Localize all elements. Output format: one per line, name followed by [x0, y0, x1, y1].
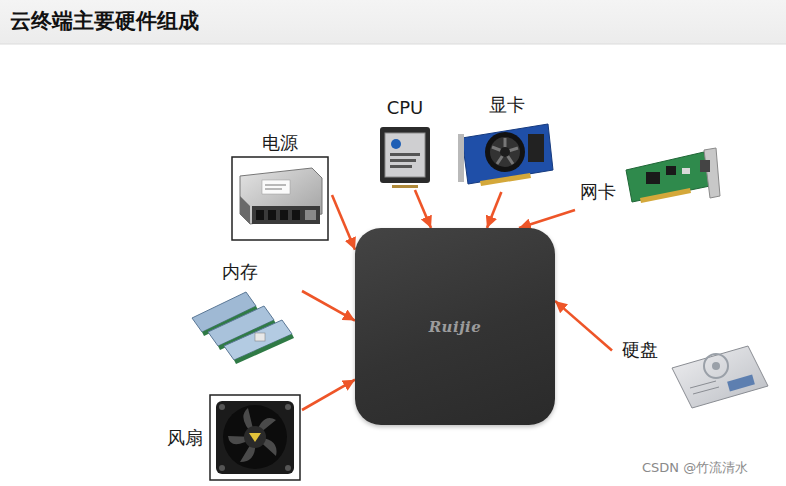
pointer-arrow [302, 380, 355, 410]
memory-callout: 内存 [188, 258, 302, 368]
hard-disk-callout: 硬盘 [612, 335, 772, 412]
cloud-terminal-box: Ruijie [355, 228, 555, 425]
network-card-picture [626, 148, 720, 203]
pointer-arrow [415, 190, 431, 228]
power-supply-picture [262, 180, 290, 194]
fan-picture [210, 395, 300, 480]
graphics-card-picture [458, 124, 553, 186]
power-supply-picture [252, 206, 320, 224]
network-card-picture [682, 168, 690, 174]
graphics-card-picture [500, 147, 510, 157]
cpu-picture [390, 153, 420, 156]
graphics-card-picture [528, 134, 544, 162]
power-supply-picture [305, 210, 316, 220]
network-card-picture [700, 160, 710, 172]
network-card-picture [666, 166, 676, 175]
title-bar [0, 0, 786, 44]
part-name: 硬盘 [622, 339, 658, 361]
cpu-picture [380, 127, 430, 188]
fan-picture [210, 395, 300, 480]
fan-picture [219, 404, 225, 410]
fan-picture [228, 408, 277, 462]
graphics-card-picture [490, 137, 520, 167]
pointer-arrow [487, 192, 501, 228]
memory-picture [192, 292, 294, 364]
part-name: 显卡 [489, 94, 525, 116]
fan-picture [219, 465, 225, 471]
part-name: 内存 [222, 261, 258, 283]
network-card-picture [626, 152, 710, 202]
fan-picture [223, 405, 287, 469]
graphics-card-picture [462, 124, 553, 184]
fan-picture [244, 426, 266, 448]
cpu-picture [390, 159, 416, 162]
network-card-callout: 网卡 [575, 145, 722, 210]
fan-picture [285, 465, 291, 471]
cpu-picture [380, 127, 430, 183]
part-name: 风扇 [167, 427, 203, 449]
power-supply-picture [240, 196, 250, 224]
memory-picture [255, 333, 265, 341]
pointer-arrow [302, 291, 355, 321]
hard-disk-picture [704, 354, 728, 378]
fan-picture [249, 433, 261, 442]
network-card-picture [640, 188, 691, 203]
power-supply-picture [256, 210, 264, 220]
power-supply-picture [265, 189, 282, 190]
part-name: 网卡 [580, 181, 616, 203]
fan-picture [216, 401, 294, 474]
title-bar [0, 44, 786, 45]
graphics-card-picture [485, 132, 525, 172]
cpu-picture [391, 139, 401, 149]
hard-disk-picture [672, 346, 768, 408]
network-card-picture [704, 148, 720, 198]
hard-disk-picture [690, 381, 716, 388]
cpu-picture [390, 165, 412, 168]
part-name: 电源 [262, 132, 298, 154]
cpu-picture [392, 185, 418, 188]
pointer-arrow [332, 195, 355, 250]
power-supply-picture [292, 210, 300, 220]
brand-logo: Ruijie [429, 316, 482, 338]
power-supply-picture [232, 157, 328, 240]
hard-disk-picture [693, 387, 719, 394]
power-supply-picture [280, 210, 288, 220]
hard-disk-picture [712, 362, 720, 370]
graphics-card-picture [492, 138, 518, 164]
part-name: CPU [387, 97, 424, 119]
graphics-card-picture [458, 134, 464, 182]
title-bar [0, 0, 786, 44]
power-supply-picture [232, 157, 328, 240]
graphics-card-picture [480, 173, 531, 186]
fan-picture [285, 404, 291, 410]
cpu-callout: CPU [374, 95, 436, 190]
watermark: CSDN @竹流清水 [642, 460, 748, 476]
cpu-picture [385, 133, 425, 177]
memory-picture [234, 334, 294, 364]
power-supply-picture [240, 168, 322, 224]
graphics-card-callout: 显卡 [455, 90, 558, 192]
power-supply-callout: 电源 [228, 130, 332, 244]
pointer-arrow [555, 301, 612, 351]
power-supply-picture [268, 210, 276, 220]
hard-disk-picture [727, 375, 755, 392]
network-card-picture [646, 172, 660, 184]
fan-callout: 风扇 [160, 392, 302, 482]
pointer-arrow [519, 210, 575, 228]
slide-title: 云终端主要硬件组成 [10, 8, 199, 34]
hard-disk-picture [672, 346, 768, 408]
power-supply-picture [265, 185, 286, 186]
